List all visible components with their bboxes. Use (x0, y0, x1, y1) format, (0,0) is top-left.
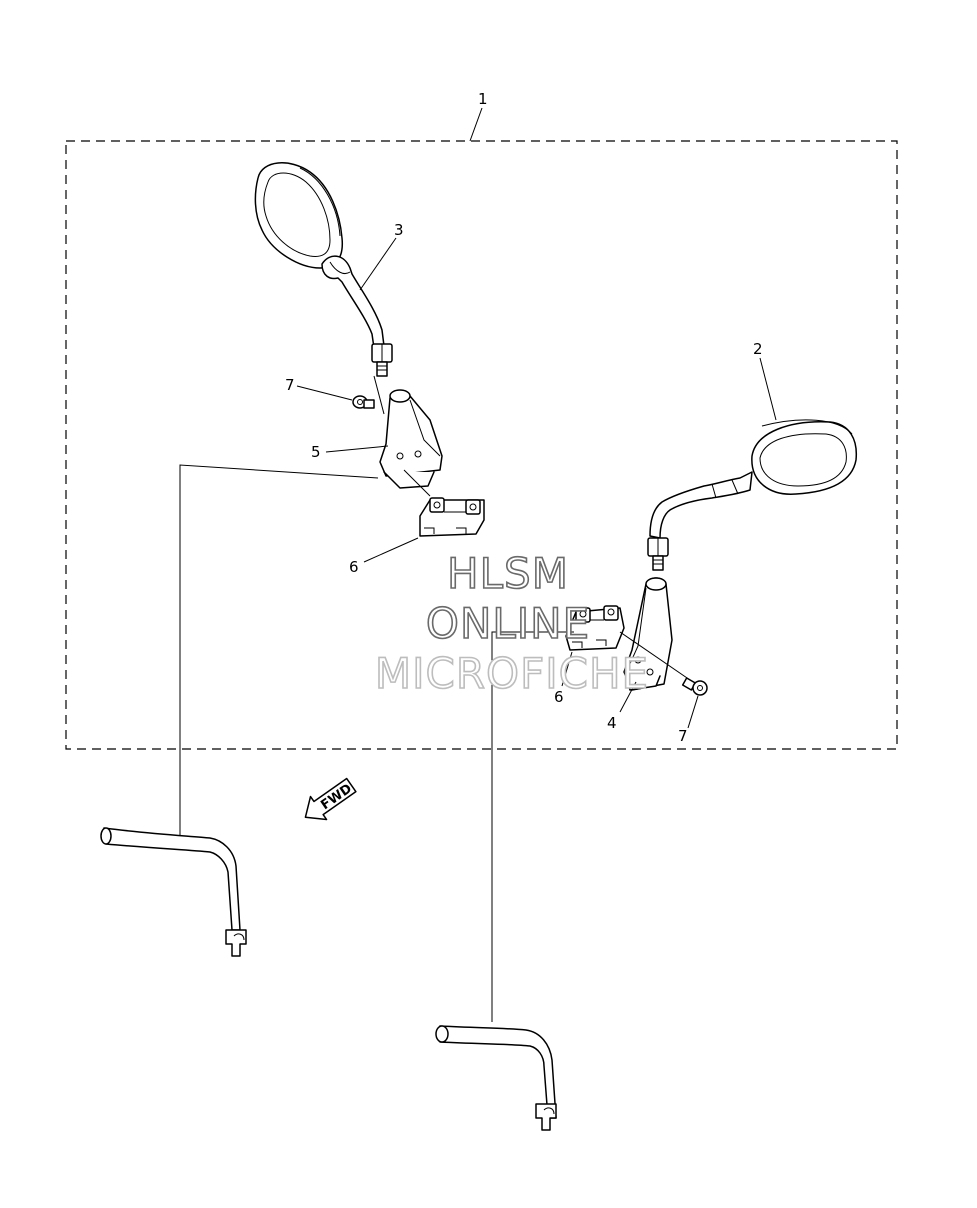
callout-1[interactable]: 1 (469, 90, 488, 142)
callout-7b-label: 7 (678, 727, 688, 745)
alignment-line (619, 631, 691, 681)
callout-7a-label: 7 (285, 376, 295, 394)
right-mirror[interactable] (647, 419, 858, 571)
left-handlebar[interactable] (100, 827, 247, 957)
callout-6b-label: 6 (554, 688, 564, 706)
callout-3-label: 3 (394, 221, 404, 239)
callout-6a-label: 6 (349, 558, 359, 576)
callout-2-label: 2 (753, 340, 763, 358)
alignment-line (403, 469, 431, 497)
left-clamp[interactable] (419, 497, 485, 537)
callout-5-label: 5 (311, 443, 321, 461)
callout-3[interactable]: 3 (359, 221, 404, 291)
kit-boundary (65, 140, 898, 750)
left-mirror[interactable] (254, 162, 393, 377)
callout-6-left[interactable]: 6 (349, 537, 419, 576)
callout-4[interactable]: 4 (607, 681, 637, 732)
callout-7-left[interactable]: 7 (285, 376, 353, 401)
left-bracket[interactable] (379, 389, 443, 489)
watermark-line-3: MICROFICHE (375, 649, 649, 698)
callout-7-right[interactable]: 7 (678, 695, 699, 745)
watermark: HLSM ONLINE MICROFICHE (374, 548, 649, 699)
screw-right[interactable] (681, 677, 708, 696)
alignment-line (373, 375, 385, 415)
leader-left-handlebar (179, 464, 379, 835)
watermark-line-1: HLSM (447, 549, 569, 598)
watermark-line-2: ONLINE (426, 599, 590, 648)
leader-right-handlebar (491, 631, 574, 1022)
right-handlebar[interactable] (435, 1025, 557, 1131)
callout-1-label: 1 (478, 90, 488, 108)
callout-4-label: 4 (607, 714, 617, 732)
right-bracket[interactable] (623, 577, 673, 691)
screw-left[interactable] (352, 395, 375, 409)
right-clamp[interactable] (565, 605, 625, 651)
callout-2[interactable]: 2 (753, 340, 777, 421)
callout-5[interactable]: 5 (311, 443, 389, 461)
fwd-arrow: FWD (304, 777, 357, 821)
callout-6-right[interactable]: 6 (554, 651, 573, 706)
